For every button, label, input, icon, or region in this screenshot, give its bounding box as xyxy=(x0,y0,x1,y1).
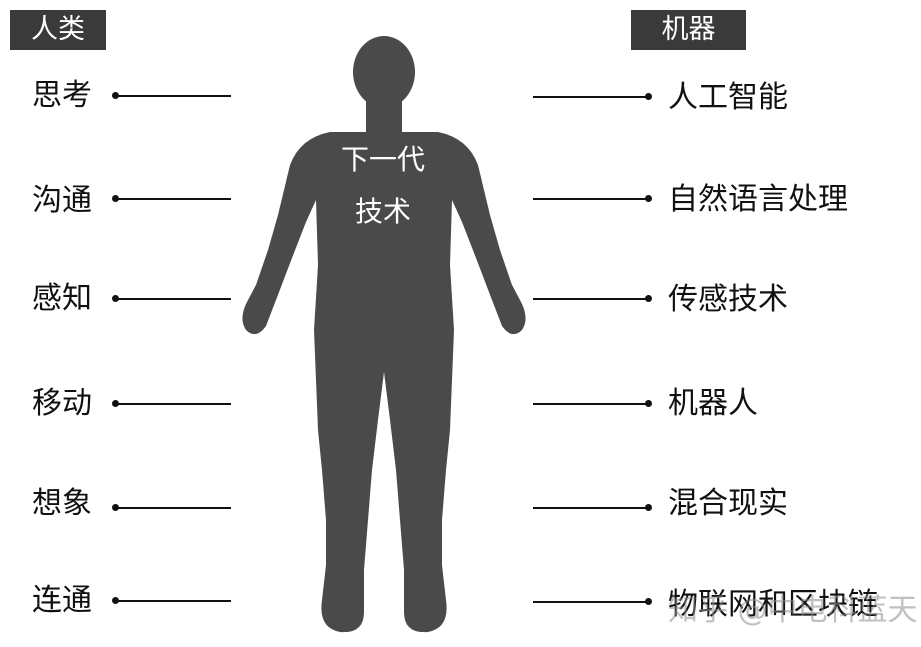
machine-item-label: 传感技术 xyxy=(668,282,788,317)
machine-item-label: 人工智能 xyxy=(668,80,788,115)
machine-item-label: 物联网和区块链 xyxy=(668,587,878,622)
machine-item-label: 混合现实 xyxy=(668,486,788,521)
human-item-label: 沟通 xyxy=(32,183,92,218)
connector-dot xyxy=(112,597,119,604)
machine-item-label: 机器人 xyxy=(668,386,758,421)
connector-dot xyxy=(645,195,652,202)
human-item-label: 思考 xyxy=(32,78,92,113)
connector-line xyxy=(533,403,648,405)
connector-dot xyxy=(112,400,119,407)
connector-dot xyxy=(112,504,119,511)
human-item-label: 连通 xyxy=(32,583,92,618)
center-label-line1: 下一代 xyxy=(340,143,425,176)
connector-line xyxy=(116,507,231,509)
center-label-line2: 技术 xyxy=(354,195,411,228)
connector-dot xyxy=(645,598,652,605)
connector-line xyxy=(116,198,231,200)
connector-line xyxy=(533,601,648,603)
human-item-label: 想象 xyxy=(32,486,92,521)
connector-line xyxy=(116,95,231,97)
connector-line xyxy=(116,600,231,602)
watermark-text: 知乎 @中电科蓝天 xyxy=(668,593,918,628)
connector-line xyxy=(533,298,648,300)
connector-line xyxy=(116,298,231,300)
connector-line xyxy=(533,96,648,98)
connector-line xyxy=(116,403,231,405)
connector-dot xyxy=(112,195,119,202)
connector-dot xyxy=(645,295,652,302)
connector-line xyxy=(533,198,648,200)
connector-line xyxy=(533,507,648,509)
connector-dot xyxy=(645,504,652,511)
connector-dot xyxy=(112,295,119,302)
connector-dot xyxy=(112,92,119,99)
connector-dot xyxy=(645,93,652,100)
human-item-label: 移动 xyxy=(32,386,92,421)
human-header: 人类 xyxy=(10,10,106,50)
human-item-label: 感知 xyxy=(32,281,92,316)
machine-header: 机器 xyxy=(631,10,746,50)
machine-item-label: 自然语言处理 xyxy=(668,182,848,217)
connector-dot xyxy=(645,400,652,407)
